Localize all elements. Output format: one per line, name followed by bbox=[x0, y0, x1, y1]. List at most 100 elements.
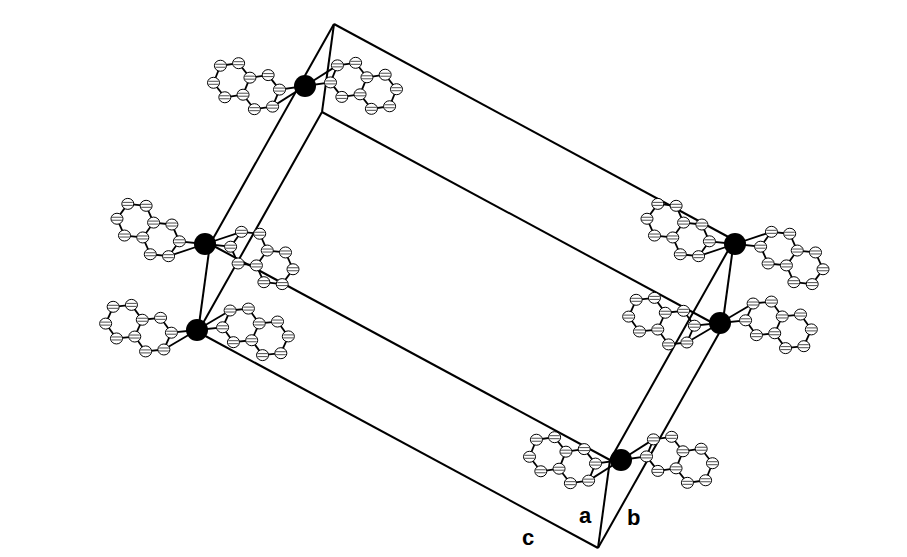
atom-outline bbox=[173, 236, 185, 247]
atom-ellipsoid bbox=[273, 84, 285, 95]
atom-ellipsoid bbox=[237, 89, 249, 100]
atom-outline bbox=[693, 251, 705, 262]
atom-outline bbox=[648, 230, 660, 241]
atom-outline bbox=[703, 236, 715, 247]
atom-hatch bbox=[130, 335, 140, 338]
atom-hatch bbox=[141, 350, 151, 353]
atom-outline bbox=[129, 331, 141, 342]
atom-outline bbox=[336, 91, 348, 102]
atom-outline bbox=[817, 264, 829, 275]
atom-ellipsoid bbox=[235, 226, 247, 237]
atom-ellipsoid bbox=[666, 431, 678, 442]
metal-atom bbox=[610, 449, 632, 471]
atom-ellipsoid bbox=[755, 241, 767, 252]
atom-ellipsoid bbox=[331, 60, 343, 71]
atom-outline bbox=[589, 458, 601, 469]
atom-hatch bbox=[215, 64, 225, 67]
atom-hatch bbox=[696, 447, 706, 450]
atom-hatch bbox=[525, 455, 535, 458]
atom-outline bbox=[148, 217, 160, 228]
atom-outline bbox=[272, 316, 284, 327]
atom-hatch bbox=[274, 88, 284, 91]
atom-hatch bbox=[781, 264, 791, 267]
atom-ellipsoid bbox=[100, 318, 112, 329]
atom-ellipsoid bbox=[244, 72, 256, 83]
atom-hatch bbox=[119, 234, 129, 237]
atom-outline bbox=[678, 305, 690, 316]
atom-hatch bbox=[380, 73, 390, 76]
atom-outline bbox=[652, 324, 664, 335]
atom-ellipsoid bbox=[354, 89, 366, 100]
atom-ellipsoid bbox=[107, 301, 119, 312]
atom-outline bbox=[254, 228, 266, 239]
atom-hatch bbox=[678, 450, 688, 453]
atom-hatch bbox=[255, 232, 265, 235]
atom-outline bbox=[158, 344, 170, 355]
atom-hatch bbox=[326, 81, 336, 84]
atom-hatch bbox=[554, 467, 564, 470]
atom-hatch bbox=[111, 337, 121, 340]
atom-outline bbox=[670, 200, 682, 211]
atom-hatch bbox=[174, 240, 184, 243]
atom-hatch bbox=[258, 354, 268, 357]
atom-hatch bbox=[763, 262, 773, 265]
atom-outline bbox=[648, 292, 660, 303]
atom-ellipsoid bbox=[633, 326, 645, 337]
atom-hatch bbox=[536, 470, 546, 473]
atom-outline bbox=[390, 84, 402, 95]
atom-outline bbox=[659, 307, 671, 318]
atom-hatch bbox=[741, 319, 751, 322]
atom-ellipsoid bbox=[248, 104, 260, 115]
molecules bbox=[100, 57, 829, 488]
atom-outline bbox=[219, 92, 231, 103]
atom-hatch bbox=[660, 311, 670, 314]
atom-ellipsoid bbox=[647, 434, 659, 445]
atom-ellipsoid bbox=[652, 324, 664, 335]
atom-ellipsoid bbox=[208, 77, 220, 88]
atom-outline bbox=[762, 258, 774, 269]
atom-hatch bbox=[101, 322, 111, 325]
atom-hatch bbox=[561, 450, 571, 453]
atom-ellipsoid bbox=[780, 260, 792, 271]
atom-hatch bbox=[648, 438, 658, 441]
atom-ellipsoid bbox=[214, 60, 226, 71]
atom-outline bbox=[235, 226, 247, 237]
atom-ellipsoid bbox=[765, 296, 777, 307]
atom-ellipsoid bbox=[217, 322, 229, 333]
atom-outline bbox=[208, 77, 220, 88]
atom-hatch bbox=[806, 328, 816, 331]
atom-outline bbox=[273, 84, 285, 95]
atom-ellipsoid bbox=[652, 465, 664, 476]
atom-outline bbox=[379, 69, 391, 80]
atom-outline bbox=[276, 279, 288, 290]
atom-ellipsoid bbox=[163, 251, 175, 262]
atom-outline bbox=[137, 232, 149, 243]
atom-hatch bbox=[550, 436, 560, 439]
atom-outline bbox=[578, 444, 590, 455]
atom-ellipsoid bbox=[280, 247, 292, 258]
metal-atom bbox=[194, 233, 216, 255]
atom-hatch bbox=[209, 81, 219, 84]
atom-ellipsoid bbox=[155, 312, 167, 323]
metal-atom bbox=[294, 75, 316, 97]
atom-hatch bbox=[653, 328, 663, 331]
atom-outline bbox=[325, 77, 337, 88]
atom-outline bbox=[100, 318, 112, 329]
atom-ellipsoid bbox=[144, 249, 156, 260]
atom-ellipsoid bbox=[648, 292, 660, 303]
atom-hatch bbox=[263, 74, 273, 77]
atom-outline bbox=[248, 104, 260, 115]
atom-ellipsoid bbox=[583, 475, 595, 486]
atom-ellipsoid bbox=[282, 331, 294, 342]
atom-hatch bbox=[664, 343, 674, 346]
atom-hatch bbox=[332, 64, 342, 67]
atom-hatch bbox=[226, 245, 236, 248]
atom-ellipsoid bbox=[325, 77, 337, 88]
atom-ellipsoid bbox=[648, 230, 660, 241]
atom-ellipsoid bbox=[805, 324, 817, 335]
atom-outline bbox=[244, 72, 256, 83]
atom-hatch bbox=[159, 348, 169, 351]
atom-ellipsoid bbox=[125, 299, 137, 310]
atom-hatch bbox=[781, 347, 791, 350]
atom-ellipsoid bbox=[780, 343, 792, 354]
